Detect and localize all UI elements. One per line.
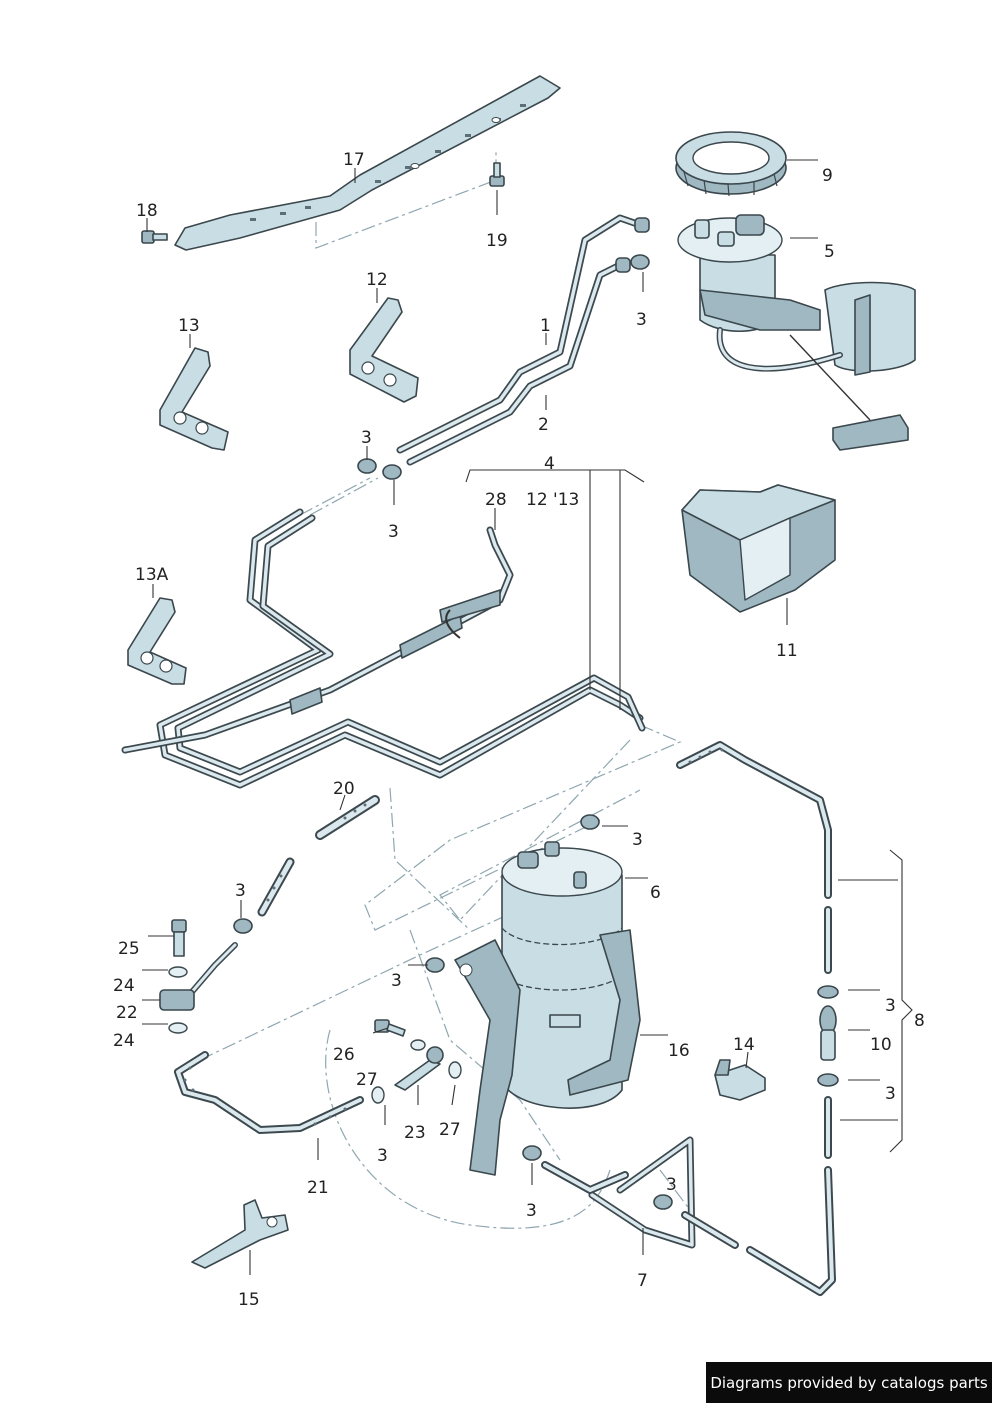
callout-12-13: 12 '13: [526, 490, 579, 510]
callout-15: 15: [238, 1290, 260, 1310]
callout-8: 8: [914, 1011, 925, 1031]
hose-20: [182, 795, 380, 1003]
callout-labels: 17 18 19 9 5 12 13 1 3 2 3 3 4 28 12 '13…: [113, 150, 925, 1310]
callout-1: 1: [540, 316, 551, 336]
line-holder-13A: [127, 597, 187, 685]
callout-26: 26: [333, 1045, 355, 1065]
connector-22-set: [159, 919, 195, 1034]
callout-2: 2: [538, 415, 549, 435]
callout-3-top: 3: [636, 310, 647, 330]
callout-23: 23: [404, 1123, 426, 1143]
leader-lines: [142, 159, 913, 1275]
fuel-line-bundle: [121, 508, 646, 789]
callout-11: 11: [776, 641, 798, 661]
callout-27-left: 27: [356, 1070, 378, 1090]
callout-10: 10: [870, 1035, 892, 1055]
callout-18: 18: [136, 201, 158, 221]
callout-17: 17: [343, 150, 365, 170]
callout-3-hose-bottom: 3: [377, 1146, 388, 1166]
callout-13A: 13A: [135, 565, 169, 585]
callout-14: 14: [733, 1035, 755, 1055]
canister-bracket: [454, 929, 641, 1176]
callout-3-canister-top: 3: [632, 830, 643, 850]
callout-22: 22: [116, 1003, 138, 1023]
callout-3-hose-left: 3: [235, 881, 246, 901]
callout-16: 16: [668, 1041, 690, 1061]
callout-3-lower-mid: 3: [526, 1201, 537, 1221]
vent-line-lower: [541, 1136, 739, 1249]
callout-7: 7: [637, 1271, 648, 1291]
callout-28: 28: [485, 490, 507, 510]
line-holder-12: [349, 297, 419, 403]
callout-3-right-upper: 3: [885, 996, 896, 1016]
callout-4: 4: [544, 454, 555, 474]
callout-3-upper-left: 3: [361, 428, 372, 448]
callout-24-lower: 24: [113, 1031, 135, 1051]
watermark-text: Diagrams provided by catalogs parts: [710, 1373, 988, 1392]
callout-19: 19: [486, 231, 508, 251]
callout-13: 13: [178, 316, 200, 336]
callout-3-lower-right: 3: [666, 1175, 677, 1195]
locking-ring: [675, 131, 787, 197]
foam-insulator: [681, 484, 836, 613]
callout-21: 21: [307, 1178, 329, 1198]
fuel-lines-upper: [396, 214, 650, 466]
callout-9: 9: [822, 166, 833, 186]
hose-clamps: [233, 254, 673, 1210]
callout-5: 5: [824, 242, 835, 262]
callout-3-upper-mid: 3: [388, 522, 399, 542]
vent-line-assembly: [676, 741, 839, 1296]
body-strap-bracket: [174, 75, 561, 251]
bracket-15: [191, 1199, 289, 1269]
callout-12: 12: [366, 270, 388, 290]
bolt-19: [489, 162, 505, 187]
callout-27-right: 27: [439, 1120, 461, 1140]
callout-3-canister-left: 3: [391, 971, 402, 991]
callout-3-right-lower: 3: [885, 1084, 896, 1104]
watermark-banner: Diagrams provided by catalogs parts: [706, 1362, 992, 1403]
bolt-18: [141, 230, 168, 244]
fuel-sender-unit: [677, 214, 916, 451]
hose-21: [174, 1051, 364, 1134]
clip-14: [714, 1059, 766, 1101]
callout-25: 25: [118, 939, 140, 959]
callout-24-upper: 24: [113, 976, 135, 996]
callout-6: 6: [650, 883, 661, 903]
line-holder-13: [159, 347, 229, 451]
callout-20: 20: [333, 779, 355, 799]
